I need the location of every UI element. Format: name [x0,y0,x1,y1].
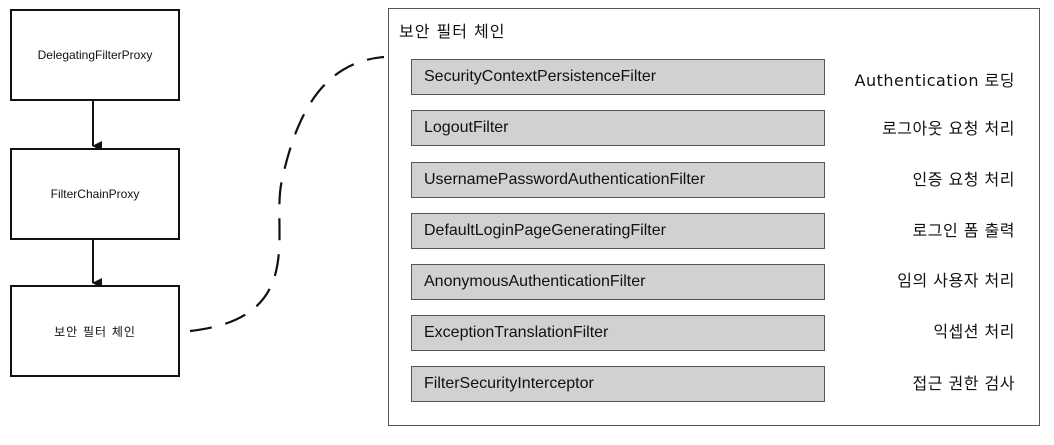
filter-name: LogoutFilter [424,119,509,136]
filter-security-interceptor: FilterSecurityInterceptor [411,366,825,402]
filter-description: 임의 사용자 처리 [897,271,1015,290]
filter-description: 로그아웃 요청 처리 [882,119,1015,138]
filter-name: ExceptionTranslationFilter [424,324,609,341]
filter-description: 접근 권한 검사 [912,374,1015,393]
filter-description: 로그인 폼 출력 [912,221,1015,240]
security-filter-chain-label: 보안 필터 체인 [54,324,136,339]
filter-security-context-persistence: SecurityContextPersistenceFilter [411,59,825,95]
filter-exception-translation: ExceptionTranslationFilter [411,315,825,351]
dashed-link-to-chain [189,55,385,333]
filter-name: UsernamePasswordAuthenticationFilter [424,171,706,188]
delegating-filter-proxy-box: DelegatingFilterProxy [10,9,180,101]
filter-description: 인증 요청 처리 [912,170,1015,189]
filter-name: SecurityContextPersistenceFilter [424,68,657,85]
filter-chain-proxy-label: FilterChainProxy [50,187,140,201]
filter-name: FilterSecurityInterceptor [424,375,594,392]
delegating-filter-proxy-label: DelegatingFilterProxy [37,48,153,62]
filter-description: Authentication 로딩 [854,71,1015,90]
chain-title: 보안 필터 체인 [399,22,506,41]
filter-username-password-authentication: UsernamePasswordAuthenticationFilter [411,162,825,198]
filter-name: AnonymousAuthenticationFilter [424,273,646,290]
filter-default-login-page-generating: DefaultLoginPageGeneratingFilter [411,213,825,249]
filter-name: DefaultLoginPageGeneratingFilter [424,222,666,239]
security-filter-chain-container: 보안 필터 체인 SecurityContextPersistenceFilte… [388,8,1040,426]
security-filter-chain-box: 보안 필터 체인 [10,285,180,377]
filter-description: 익셉션 처리 [933,322,1015,341]
filter-chain-proxy-box: FilterChainProxy [10,148,180,240]
filter-logout: LogoutFilter [411,110,825,146]
filter-anonymous-authentication: AnonymousAuthenticationFilter [411,264,825,300]
